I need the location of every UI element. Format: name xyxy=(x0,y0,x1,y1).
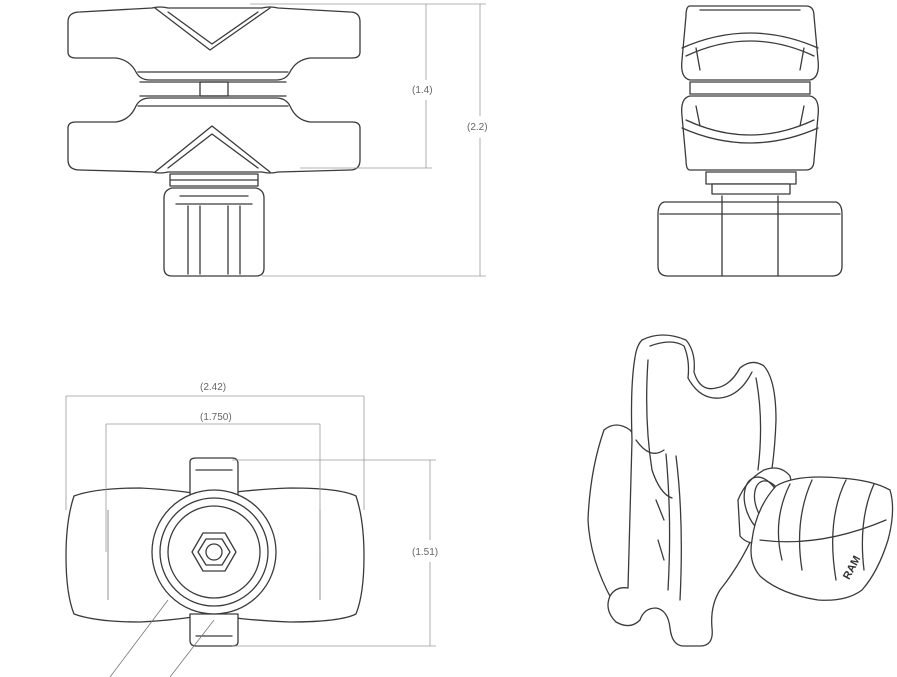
front-view xyxy=(67,6,361,277)
dim-front-height-total: (2.2) xyxy=(467,122,488,133)
top-view xyxy=(65,457,365,677)
top-dimensions: (2.42) (1.750) (1.51) xyxy=(65,382,438,647)
isometric-view: RAM xyxy=(587,334,894,647)
side-view xyxy=(657,5,843,277)
dim-top-depth: (1.51) xyxy=(412,547,438,558)
dim-top-width-inner: (1.750) xyxy=(200,412,232,423)
dim-top-width-total: (2.42) xyxy=(200,382,226,393)
front-dimensions: (1.4) (2.2) xyxy=(250,3,488,277)
dim-front-height-inner: (1.4) xyxy=(412,85,433,96)
